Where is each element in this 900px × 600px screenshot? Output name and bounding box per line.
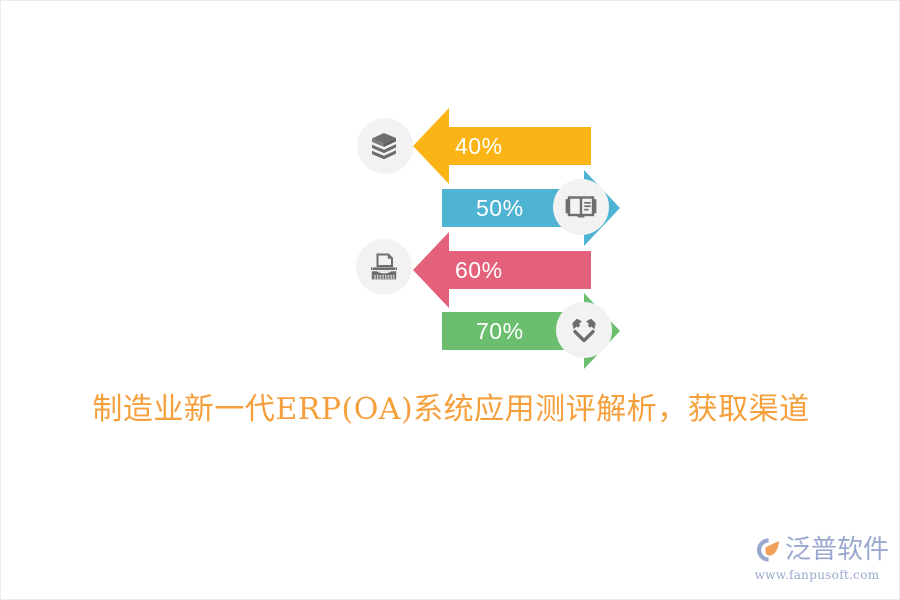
infographic-row-hammers: 70% [436, 291, 696, 371]
open-book-icon [564, 190, 598, 224]
crossed-hammers-badge [556, 302, 612, 358]
open-book-badge [553, 179, 609, 235]
brand-name: 泛普软件 [785, 535, 890, 565]
brand-watermark-row: 泛普软件 [753, 533, 889, 567]
arrow-left-60 [413, 230, 591, 310]
typewriter-badge [356, 239, 412, 295]
fanpusoft-logo-icon [753, 535, 783, 565]
arrow-infographic: 40% [1, 1, 899, 381]
typewriter-icon [367, 250, 401, 284]
stacked-books-icon [368, 129, 402, 163]
brand-watermark: 泛普软件 www.fanpusoft.com [753, 533, 889, 587]
stacked-books-badge [357, 118, 413, 174]
crossed-hammers-icon [567, 313, 601, 347]
brand-url: www.fanpusoft.com [754, 568, 880, 582]
page-title: 制造业新一代ERP(OA)系统应用测评解析，获取渠道 [92, 392, 810, 427]
arrow-left-40 [413, 106, 591, 186]
